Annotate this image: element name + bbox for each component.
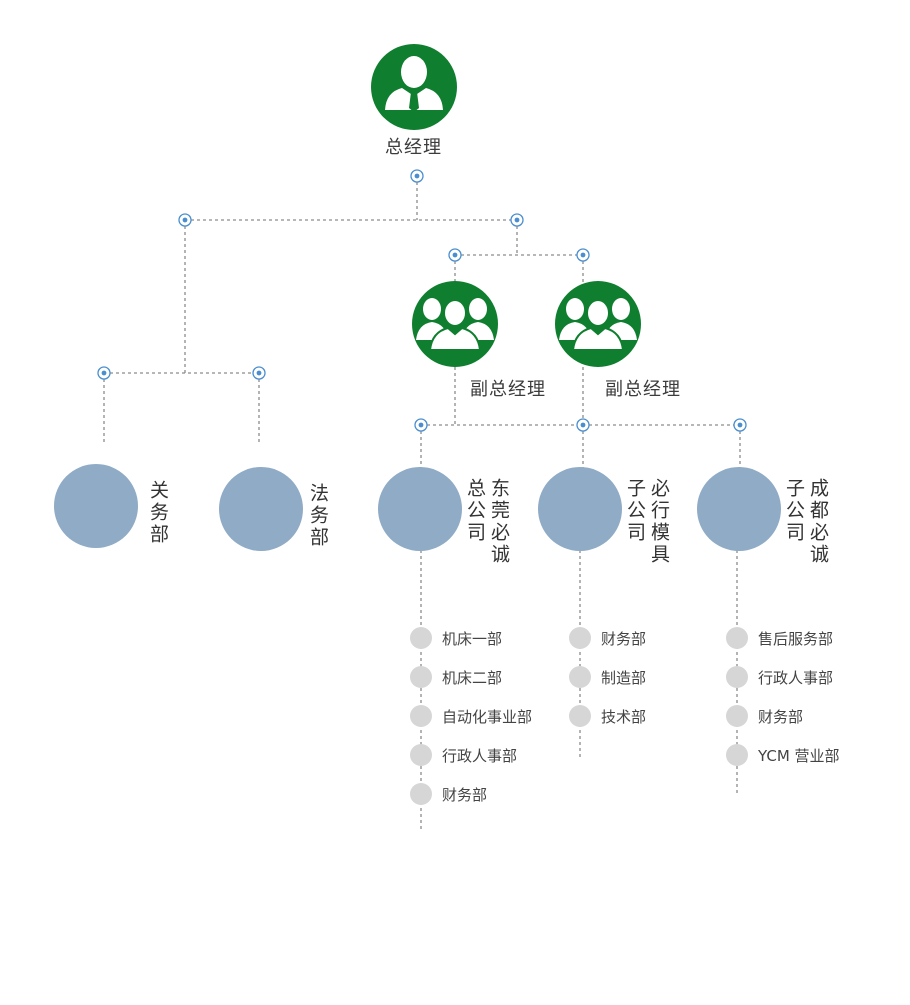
- vp-label-1: 副总经理: [470, 379, 546, 400]
- company-node-dongguan: [378, 467, 462, 551]
- item-dot: [569, 666, 591, 688]
- dept-label-customs: 关务部: [147, 480, 169, 546]
- single-person-icon: [385, 56, 443, 112]
- connector-node-center: [418, 422, 424, 428]
- list-item: 自动化事业部: [410, 704, 532, 728]
- item-dot: [410, 705, 432, 727]
- connector-node-center: [452, 252, 458, 258]
- list-item: 财务部: [726, 704, 803, 728]
- dept-node-customs: [54, 464, 138, 548]
- list-item: 机床一部: [410, 626, 502, 650]
- connector-node-center: [414, 173, 420, 179]
- connector-node-center: [514, 217, 520, 223]
- item-dot: [410, 666, 432, 688]
- connector-node-center: [737, 422, 743, 428]
- connector-node-center: [580, 252, 586, 258]
- list-item: 财务部: [569, 626, 646, 650]
- company-node-bixing: [538, 467, 622, 551]
- ceo-label: 总经理: [385, 137, 442, 158]
- item-dot: [726, 705, 748, 727]
- item-dot: [569, 627, 591, 649]
- vp-node-2: [555, 281, 641, 367]
- vp-node-1: [412, 281, 498, 367]
- company-label-dongguan: 东莞必诚总公司: [464, 478, 510, 566]
- group-people-icon: [559, 298, 637, 351]
- connector-node-center: [101, 370, 107, 376]
- connector-node-center: [580, 422, 586, 428]
- list-item: YCM 营业部: [726, 743, 840, 767]
- company-label-bixing: 必行模具子公司: [624, 478, 670, 566]
- list-item: 行政人事部: [726, 665, 833, 689]
- item-dot: [410, 744, 432, 766]
- dept-label-legal: 法务部: [307, 483, 329, 549]
- list-item: 技术部: [569, 704, 646, 728]
- item-dot: [569, 705, 591, 727]
- connector-node-center: [182, 217, 188, 223]
- item-dot: [410, 783, 432, 805]
- item-dot: [726, 666, 748, 688]
- item-dot: [726, 627, 748, 649]
- list-item: 行政人事部: [410, 743, 517, 767]
- list-item: 财务部: [410, 782, 487, 806]
- company-label-chengdu: 成都必诚子公司: [783, 478, 829, 566]
- vp-label-2: 副总经理: [605, 379, 681, 400]
- item-dot: [726, 744, 748, 766]
- list-item: 机床二部: [410, 665, 502, 689]
- group-people-icon: [416, 298, 494, 351]
- connector-node-center: [256, 370, 262, 376]
- connector-points: [97, 169, 747, 432]
- dept-node-legal: [219, 467, 303, 551]
- company-node-chengdu: [697, 467, 781, 551]
- list-item: 制造部: [569, 665, 646, 689]
- ceo-node: [371, 44, 457, 130]
- item-dot: [410, 627, 432, 649]
- list-item: 售后服务部: [726, 626, 833, 650]
